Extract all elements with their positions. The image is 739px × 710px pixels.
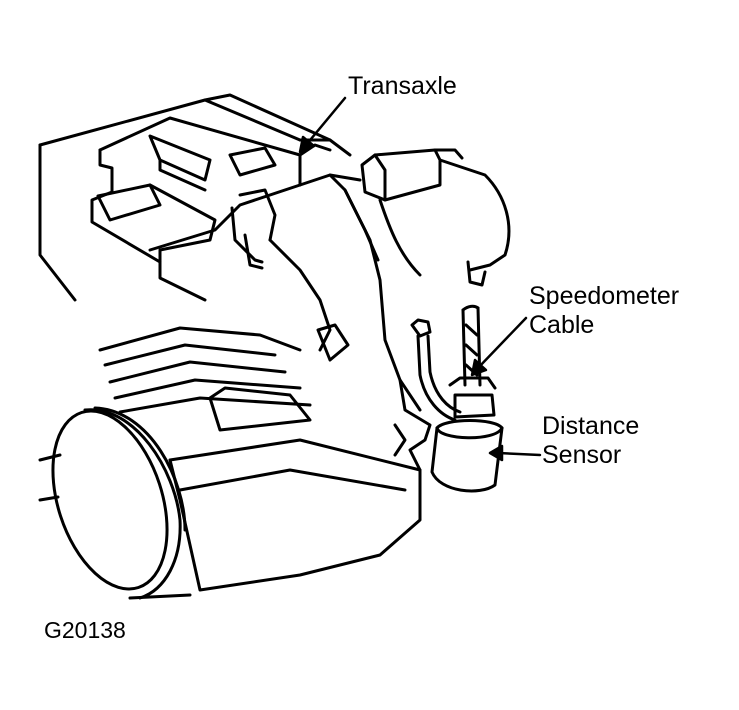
distance-sensor-body [430, 376, 504, 493]
leader-arrows [298, 96, 542, 462]
distance-sensor-leader [496, 451, 542, 457]
output-flange [38, 406, 192, 600]
speedometer-cable-leader [476, 316, 528, 370]
distance-sensor-label-line-2: Sensor [542, 441, 622, 469]
sensor-wire-lead [410, 318, 462, 422]
speedometer-cable-label-line-1: Speedometer [529, 282, 680, 310]
distance-sensor-label-line-1: Distance [542, 412, 640, 440]
transaxle-housing [268, 173, 432, 492]
transaxle-leader [304, 96, 347, 147]
speedometer-cable-label-line-2: Cable [529, 311, 595, 339]
figure-id: G20138 [44, 617, 126, 643]
transaxle-arrowhead-icon [298, 135, 316, 154]
transaxle-callout: Transaxle [348, 72, 457, 101]
starter-motor [360, 148, 511, 287]
transaxle-case-upper [90, 116, 332, 302]
distance-sensor-arrowhead-icon [488, 444, 504, 462]
distance-sensor-callout: Distance Sensor [542, 412, 639, 470]
speedometer-cable-arrowhead-icon [470, 358, 488, 377]
transaxle-label: Transaxle [348, 72, 457, 100]
speedometer-cable-callout: Speedometer Cable [529, 282, 679, 340]
